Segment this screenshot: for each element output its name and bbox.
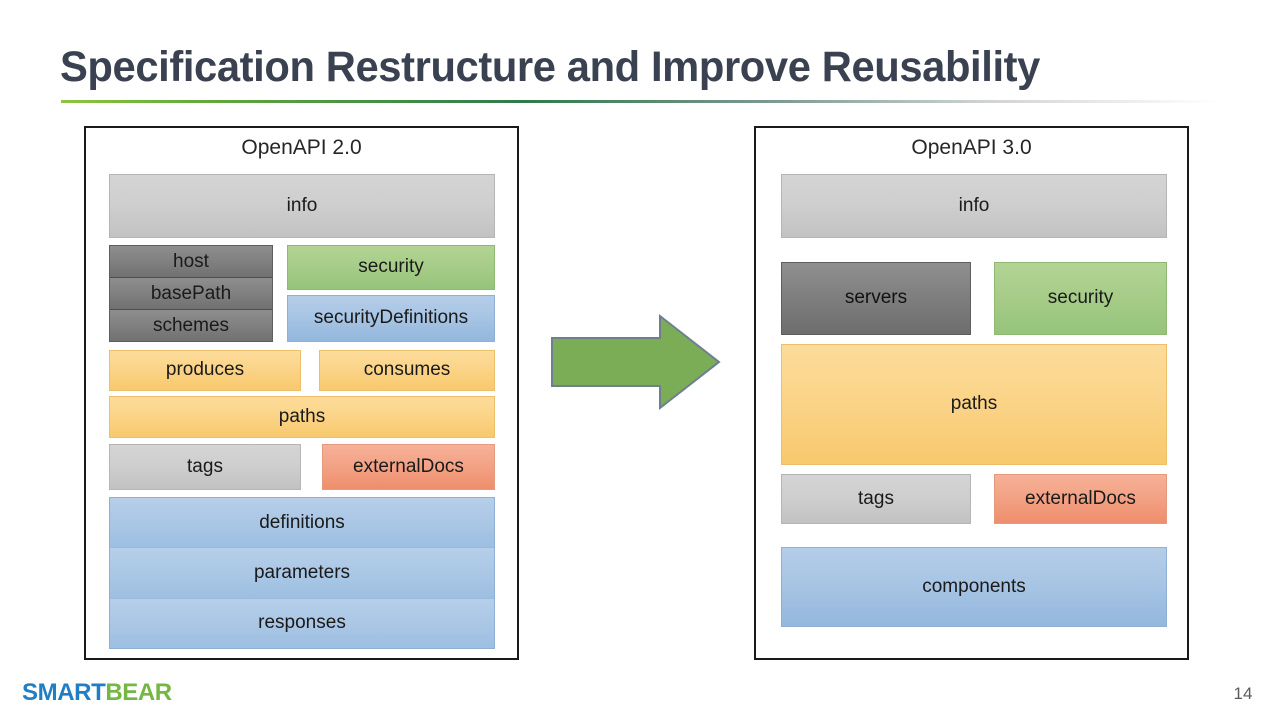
title-divider <box>61 100 1218 103</box>
box-parameters[interactable]: parameters <box>110 548 494 599</box>
box-schemes[interactable]: schemes <box>110 310 272 341</box>
box-produces[interactable]: produces <box>109 350 301 391</box>
logo-smart-text: SMART <box>22 679 106 706</box>
box-externaldocs-v2[interactable]: externalDocs <box>322 444 495 490</box>
box-servers[interactable]: servers <box>781 262 971 335</box>
box-host[interactable]: host <box>110 246 272 278</box>
page-title: Specification Restructure and Improve Re… <box>60 43 1040 91</box>
box-security-v2[interactable]: security <box>287 245 495 290</box>
openapi-3-panel: OpenAPI 3.0 info servers security paths … <box>754 126 1189 660</box>
box-responses[interactable]: responses <box>110 598 494 648</box>
logo-bear-text: BEAR <box>105 679 172 706</box>
box-definitions[interactable]: definitions <box>110 498 494 549</box>
box-paths-v3[interactable]: paths <box>781 344 1167 465</box>
migration-arrow <box>551 313 721 411</box>
page-number: 14 <box>1233 684 1253 703</box>
openapi-2-panel-title: OpenAPI 2.0 <box>241 136 362 159</box>
openapi-2-panel: OpenAPI 2.0 info host basePath schemes s… <box>84 126 519 660</box>
box-securitydefinitions[interactable]: securityDefinitions <box>287 295 495 342</box>
openapi-3-panel-title: OpenAPI 3.0 <box>911 136 1032 159</box>
box-security-v3[interactable]: security <box>994 262 1167 335</box>
box-info-v3[interactable]: info <box>781 174 1167 238</box>
box-tags-v3[interactable]: tags <box>781 474 971 524</box>
box-basepath[interactable]: basePath <box>110 278 272 310</box>
box-tags-v2[interactable]: tags <box>109 444 301 490</box>
smartbear-logo: SMARTBEAR <box>22 679 172 707</box>
box-paths-v2[interactable]: paths <box>109 396 495 438</box>
box-components[interactable]: components <box>781 547 1167 627</box>
box-host-basepath-schemes-group: host basePath schemes <box>109 245 273 342</box>
box-externaldocs-v3[interactable]: externalDocs <box>994 474 1167 524</box>
box-info-v2[interactable]: info <box>109 174 495 238</box>
box-consumes[interactable]: consumes <box>319 350 495 391</box>
box-definitions-parameters-responses-group: definitions parameters responses <box>109 497 495 649</box>
